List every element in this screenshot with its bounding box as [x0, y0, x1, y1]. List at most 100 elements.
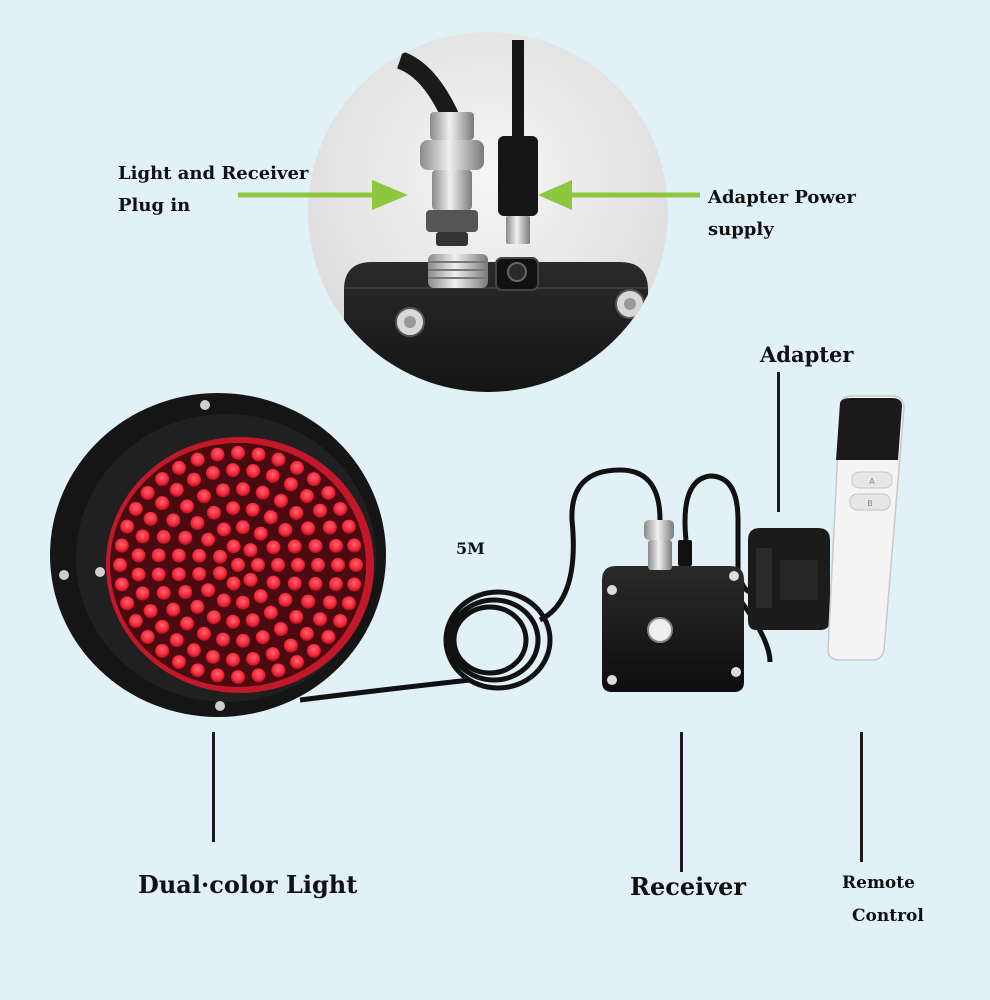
led-dot	[251, 668, 266, 683]
remote-control-label: Remote Control	[842, 874, 924, 925]
led-dot	[143, 511, 158, 526]
led-dot	[169, 482, 184, 497]
led-dot	[333, 614, 348, 629]
led-dot	[231, 670, 245, 685]
led-dot	[212, 566, 227, 581]
led-dot	[166, 513, 181, 528]
led-dot	[135, 586, 150, 601]
led-dot	[251, 558, 265, 572]
led-dot	[216, 632, 231, 647]
dual-color-light-icon	[50, 393, 386, 717]
led-dot	[322, 520, 337, 535]
led-dot	[266, 575, 281, 590]
led-dot	[192, 567, 207, 582]
led-dot	[140, 485, 155, 500]
led-dot	[287, 576, 302, 591]
led-dot	[143, 604, 158, 619]
light-receiver-plug-line2: Plug in	[118, 194, 191, 216]
receiver-label: Receiver	[630, 872, 747, 901]
led-dot	[313, 503, 328, 518]
led-dot	[206, 505, 221, 520]
led-dot	[328, 577, 343, 592]
led-dot	[253, 526, 268, 541]
led-dot	[321, 485, 336, 500]
led-dot	[265, 468, 280, 483]
led-dot	[299, 489, 314, 504]
led-dot	[151, 548, 166, 563]
led-dot	[166, 602, 181, 617]
led-dot	[210, 447, 225, 462]
led-dot	[273, 622, 288, 637]
led-dot	[246, 464, 261, 479]
led-dot	[172, 460, 186, 475]
led-dot	[178, 585, 193, 600]
led-dot	[271, 558, 285, 572]
led-dot	[278, 593, 293, 608]
led-dot	[190, 452, 205, 467]
cable	[299, 467, 773, 703]
remote-line2: Control	[852, 905, 924, 926]
led-dot	[169, 633, 184, 648]
led-dot	[235, 595, 250, 610]
led-dot	[178, 530, 193, 545]
led-dot	[192, 548, 207, 563]
led-dot	[243, 572, 258, 587]
led-dot	[128, 614, 143, 629]
led-dot	[114, 538, 129, 553]
led-dot	[308, 576, 323, 591]
led-dot	[190, 516, 205, 531]
led-dot	[155, 643, 170, 658]
led-dot	[306, 643, 321, 658]
led-dot	[120, 596, 135, 611]
light-leader-line	[212, 732, 215, 842]
adapter-power-line2: supply	[708, 218, 774, 240]
led-dot	[251, 447, 266, 462]
led-dot	[289, 610, 304, 625]
led-dot	[266, 540, 281, 555]
led-dot	[283, 638, 298, 653]
led-dot	[290, 460, 304, 475]
led-dot	[347, 538, 362, 553]
led-dot	[308, 539, 323, 554]
cable-length-label: 5M	[456, 539, 485, 558]
led-dot	[287, 539, 302, 554]
led-dot	[171, 567, 186, 582]
led-dot	[155, 472, 170, 487]
led-dot	[212, 549, 227, 564]
led-dot	[226, 539, 241, 554]
led-dot	[255, 485, 270, 500]
remote-control-icon: A B	[827, 395, 905, 661]
led-dot	[236, 633, 251, 648]
led-dot	[349, 558, 363, 572]
led-dot	[216, 483, 231, 498]
led-dot	[273, 493, 288, 508]
led-dot	[156, 530, 171, 545]
led-dot	[226, 614, 241, 629]
remote-button-b-label: B	[867, 499, 873, 508]
remote-button-a	[851, 471, 893, 489]
led-dot	[226, 501, 241, 516]
led-dot	[253, 589, 268, 604]
led-dot	[235, 520, 250, 535]
led-dot	[120, 519, 135, 534]
led-dot	[290, 655, 304, 670]
led-dot	[131, 548, 146, 563]
led-dot	[225, 652, 240, 667]
led-dot	[271, 452, 286, 467]
led-dot	[255, 630, 270, 645]
led-dot	[263, 605, 278, 620]
light-receiver-plug-line1: Light and Receiver	[118, 163, 309, 184]
led-dot	[331, 558, 345, 572]
led-dot	[186, 472, 201, 487]
led-dot	[245, 502, 260, 517]
led-dot	[289, 505, 304, 520]
adapter-leader-line	[777, 372, 780, 512]
remote-leader-line	[860, 732, 863, 862]
led-dot	[243, 543, 258, 558]
led-dot	[180, 616, 195, 631]
led-dot	[128, 501, 143, 516]
receiver-leader-line	[680, 732, 683, 872]
led-dot	[210, 668, 225, 683]
led-dot	[180, 499, 195, 514]
